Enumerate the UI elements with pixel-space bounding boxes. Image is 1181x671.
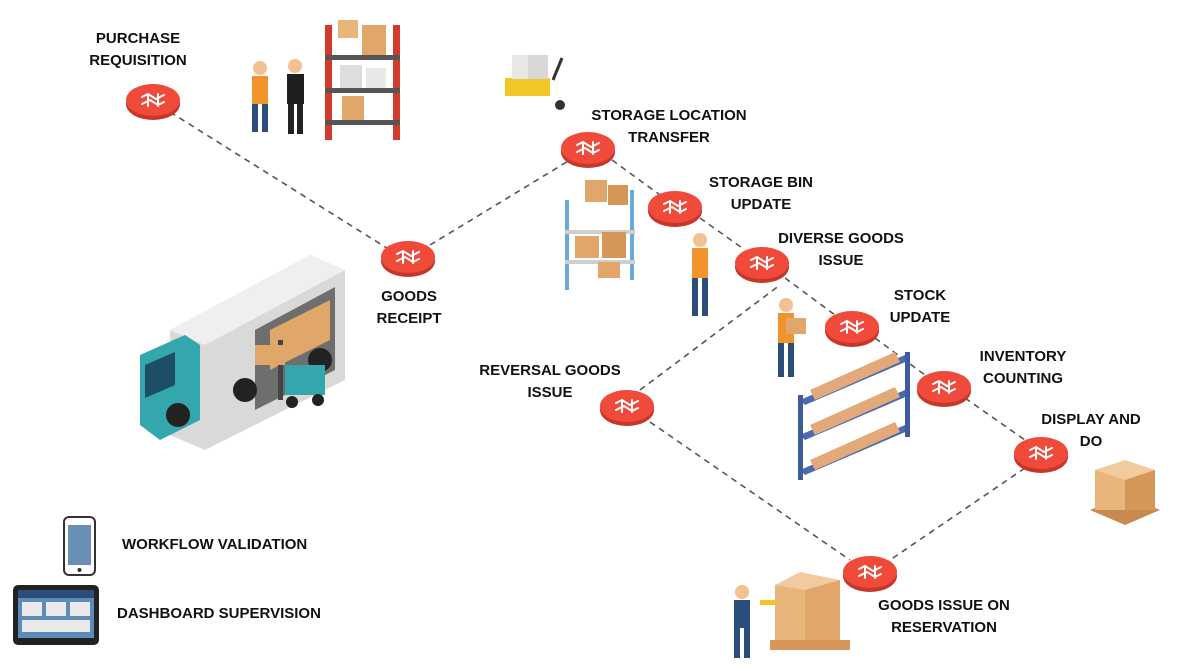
workflow-icon [615,398,639,413]
workflow-icon [576,140,600,155]
connector-slt-sbu [611,159,661,196]
connector-gr-slt [429,159,571,246]
truck-illustration [140,255,345,450]
workflow-icon [141,92,165,107]
legend-workflow-validation: WORKFLOW VALIDATION [122,536,308,553]
boxes-pallet-illustration [1090,460,1160,525]
stock-shelf-illustration [778,298,910,480]
node-face [1014,437,1068,469]
workflow-icon [396,249,420,264]
workflow-icon [858,564,882,579]
node-face [381,241,435,273]
node-inventory-counting[interactable] [917,371,971,407]
storage-shelf-illustration [565,180,635,290]
label-reversal-goods-issue: REVERSAL GOODS ISSUE [479,362,621,401]
label-stock-update: STOCK UPDATE [889,287,951,326]
connectors [169,111,1026,561]
label-diverse-goods-issue: DIVERSE GOODS ISSUE [778,230,904,269]
label-goods-receipt: GOODS RECEIPT [376,288,442,327]
label-goods-issue-on-reservation: GOODS ISSUE ON RESERVATION [878,597,1010,636]
tablet-icon [13,585,99,645]
workflow-icon [663,199,687,214]
connector-rgi-gir [649,421,851,561]
pallet-jack-illustration [505,55,565,110]
node-goods-issue-on-reservation[interactable] [843,556,897,592]
node-display-and-do[interactable] [1014,437,1068,473]
node-storage-location-transfer[interactable] [561,132,615,168]
pallet-worker-illustration [734,572,850,658]
connector-ic-dd [964,397,1026,441]
connector-dgi-su [784,277,836,316]
node-purchase-requisition[interactable] [126,84,180,120]
rack-with-workers-illustration [252,20,400,140]
node-face [561,132,615,164]
node-face [126,84,180,116]
label-display-and-do: DISPLAY AND DO [1041,411,1141,450]
workflow-icon [840,319,864,334]
node-diverse-goods-issue[interactable] [735,247,789,283]
workflow-nodes [126,84,1068,592]
forklift-illustration [255,340,325,408]
node-storage-bin-update[interactable] [648,191,702,227]
workflow-icon [750,255,774,270]
node-face [648,191,702,223]
node-face [843,556,897,588]
label-purchase-requisition: PURCHASE REQUISITION [89,30,187,69]
node-face [825,311,879,343]
label-inventory-counting: INVENTORY COUNTING [979,348,1067,387]
connector-dd-gir [889,467,1026,561]
node-goods-receipt[interactable] [381,241,435,277]
node-face [735,247,789,279]
legend-dashboard-supervision: DASHBOARD SUPERVISION [117,605,321,622]
connector-pr-gr [169,111,391,251]
label-storage-bin-update: STORAGE BIN UPDATE [709,174,813,213]
workflow-icon [932,379,956,394]
label-storage-location-transfer: STORAGE LOCATION TRANSFER [591,107,747,146]
connector-sbu-dgi [699,217,746,251]
node-stock-update[interactable] [825,311,879,347]
phone-icon [63,516,96,576]
connector-rgi-dgi [639,284,781,391]
node-reversal-goods-issue[interactable] [600,390,654,426]
node-face [917,371,971,403]
scanner-worker-illustration [692,233,708,316]
workflow-icon [1029,445,1053,460]
node-face [600,390,654,422]
